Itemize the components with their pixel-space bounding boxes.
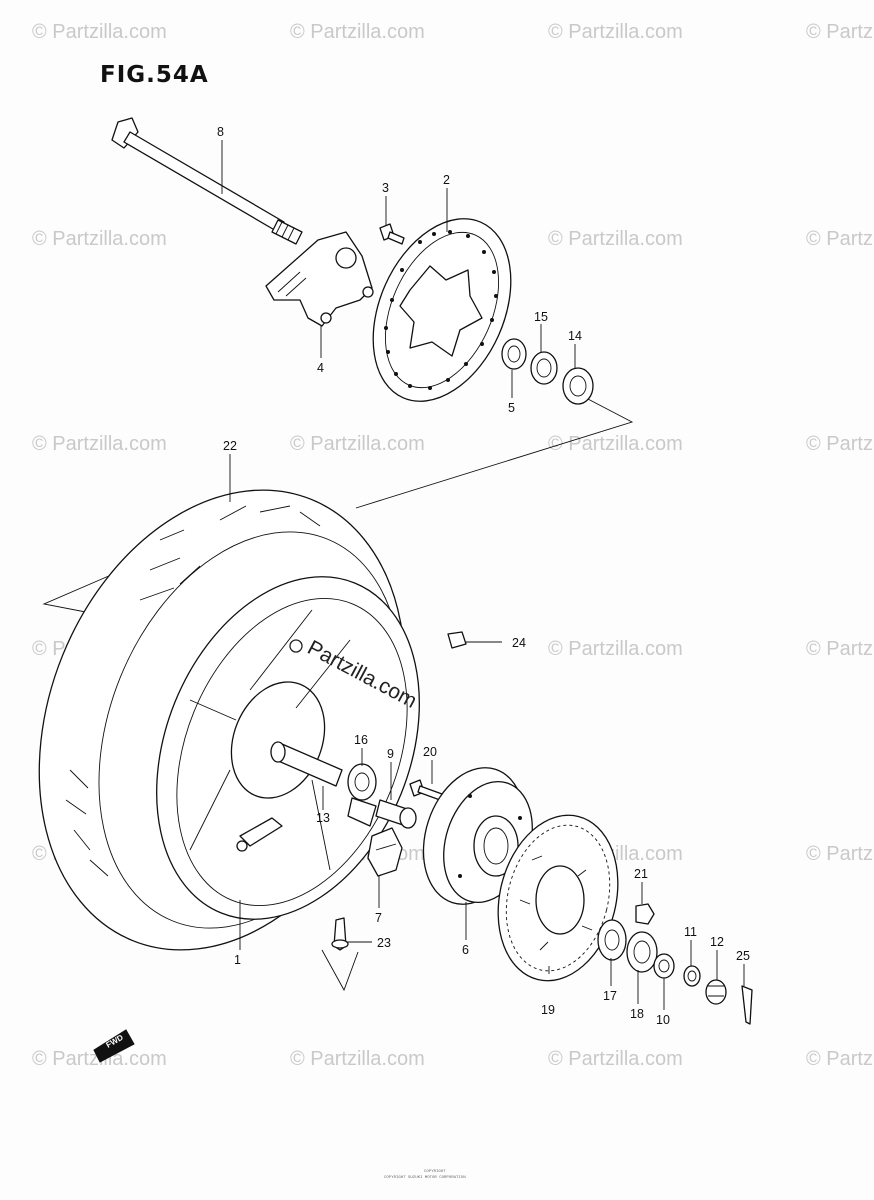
watermark: © Partzilla.com bbox=[290, 433, 425, 455]
caliper-bracket bbox=[265, 231, 374, 327]
watermark: © Partzilla.com bbox=[32, 21, 167, 43]
callout-19: 19 bbox=[541, 1003, 555, 1017]
leader-lines bbox=[221, 140, 745, 1010]
callout-25: 25 bbox=[736, 949, 750, 963]
watermark: © Partzilla.com bbox=[806, 638, 874, 660]
washer-11 bbox=[683, 965, 701, 987]
bearing-14 bbox=[562, 367, 594, 405]
watermark: © Partzilla.com bbox=[806, 1048, 874, 1070]
axle-nut-12 bbox=[705, 979, 727, 1005]
stud-20 bbox=[409, 779, 443, 801]
callout-9: 9 bbox=[387, 747, 394, 761]
callout-6: 6 bbox=[462, 943, 469, 957]
watermark: © Partzilla.com bbox=[548, 638, 683, 660]
callout-14: 14 bbox=[568, 329, 582, 343]
watermark: © Partzilla.com bbox=[806, 843, 874, 865]
brake-disc bbox=[372, 218, 512, 402]
oil-seal-18 bbox=[626, 931, 658, 973]
callout-20: 20 bbox=[423, 745, 437, 759]
callout-17: 17 bbox=[603, 989, 617, 1003]
watermark: © Partzilla.com bbox=[548, 228, 683, 250]
callout-24: 24 bbox=[512, 636, 526, 650]
watermark: © Partzilla.com bbox=[290, 21, 425, 43]
watermark: © Partzilla.com bbox=[290, 1048, 425, 1070]
copyright-footer: COPYRIGHT COPYRIGHT SUZUKI MOTOR CORPORA… bbox=[384, 1170, 466, 1180]
balancer-weight bbox=[447, 631, 467, 649]
callout-10: 10 bbox=[656, 1013, 670, 1027]
oil-seal-15 bbox=[530, 351, 558, 385]
callout-11: 11 bbox=[684, 925, 697, 939]
callout-5: 5 bbox=[508, 401, 515, 415]
collar-10 bbox=[653, 953, 675, 979]
callout-12: 12 bbox=[710, 935, 724, 949]
callout-1: 1 bbox=[234, 953, 241, 967]
collar-13 bbox=[270, 741, 343, 787]
rear-sprocket bbox=[497, 814, 619, 982]
bearing-16 bbox=[347, 763, 377, 827]
callout-7: 7 bbox=[375, 911, 382, 925]
watermark: © Partzilla.com bbox=[806, 228, 874, 250]
cotter-pin-25 bbox=[741, 985, 753, 1025]
disc-bolt bbox=[379, 223, 405, 245]
figure-title: FIG.54A bbox=[100, 62, 209, 88]
callout-4: 4 bbox=[317, 361, 324, 375]
callout-15: 15 bbox=[534, 310, 548, 324]
callout-21: 21 bbox=[634, 867, 648, 881]
valve-reference-line bbox=[321, 949, 359, 992]
assembly-lines bbox=[42, 397, 634, 992]
callout-2: 2 bbox=[443, 173, 450, 187]
footer-line-1: COPYRIGHT bbox=[424, 1170, 446, 1174]
nut-21 bbox=[635, 903, 655, 925]
axis-line-upper bbox=[355, 397, 634, 509]
axis-line-left bbox=[42, 571, 119, 615]
callout-22: 22 bbox=[223, 439, 237, 453]
watermark: © Partzilla.com bbox=[548, 433, 683, 455]
callout-18: 18 bbox=[630, 1007, 644, 1021]
watermark: © Partzilla.com bbox=[806, 433, 874, 455]
watermark: © Partzilla.com bbox=[548, 21, 683, 43]
callout-labels: 8 3 2 4 5 15 14 22 24 20 16 9 13 7 6 1 2… bbox=[217, 125, 750, 1027]
callout-13: 13 bbox=[316, 811, 330, 825]
watermark: © Partzilla.com bbox=[806, 21, 874, 43]
watermark: © Partzilla.com bbox=[548, 1048, 683, 1070]
watermark: © Partzilla.com bbox=[32, 433, 167, 455]
callout-3: 3 bbox=[382, 181, 389, 195]
bearing-17 bbox=[597, 919, 627, 961]
footer-line-2: COPYRIGHT SUZUKI MOTOR CORPORATION bbox=[384, 1176, 466, 1180]
tire-valve bbox=[331, 917, 349, 951]
collar-5 bbox=[501, 338, 527, 370]
watermark: © Partzilla.com bbox=[32, 228, 167, 250]
callout-16: 16 bbox=[354, 733, 368, 747]
rear-axle bbox=[111, 117, 303, 245]
callout-8: 8 bbox=[217, 125, 224, 139]
cush-damper bbox=[367, 827, 403, 877]
spacer-9 bbox=[375, 799, 417, 829]
callout-23: 23 bbox=[377, 936, 391, 950]
